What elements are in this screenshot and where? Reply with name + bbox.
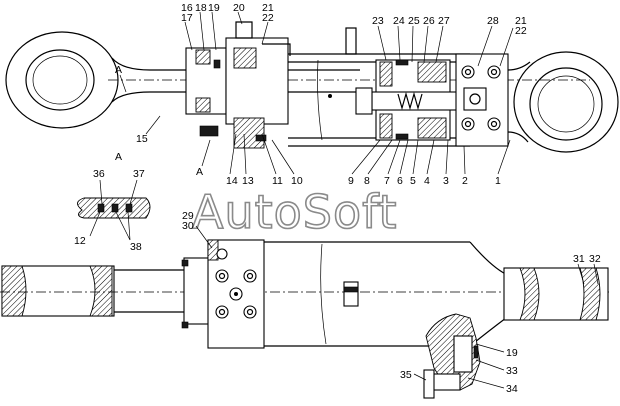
callouts-top: 16 17 18 19 20 21 22 23 24 25 26 27 28 2… (181, 2, 527, 67)
svg-text:8: 8 (364, 175, 370, 187)
svg-text:1: 1 (495, 175, 501, 187)
bottom-assembly (0, 239, 610, 399)
callout-28: 28 (487, 15, 499, 27)
left-eye-inner (32, 55, 88, 105)
label-35: 35 (400, 369, 412, 381)
callouts-bottom-row: 9 8 7 6 5 4 3 2 1 14 13 11 10 (226, 133, 511, 187)
svg-text:7: 7 (384, 175, 390, 187)
svg-text:6: 6 (397, 175, 403, 187)
cylinder-head (225, 37, 289, 125)
detail-a: A 36 37 12 38 (74, 151, 151, 253)
svg-text:11: 11 (272, 175, 283, 187)
svg-text:9: 9 (348, 175, 354, 187)
label-30: 30 (182, 220, 194, 232)
label-36: 36 (93, 168, 105, 180)
callout-27: 27 (438, 15, 450, 27)
label-19b: 19 (506, 347, 518, 359)
callout-23: 23 (372, 15, 384, 27)
callout-26: 26 (423, 15, 435, 27)
callout-21b: 21 (515, 15, 527, 27)
watermark: AutoSoft (192, 185, 398, 239)
label-29: 29 (182, 210, 194, 222)
svg-text:4: 4 (424, 175, 430, 187)
label-33: 33 (506, 365, 518, 377)
svg-text:2: 2 (462, 175, 468, 187)
label-34: 34 (506, 383, 518, 395)
cylinder-barrel (288, 53, 470, 147)
left-eye-bore (25, 49, 95, 111)
svg-text:10: 10 (291, 175, 303, 187)
label-a-top: A (115, 64, 122, 76)
callout-21: 21 (262, 2, 274, 14)
callout-16: 16 (181, 2, 193, 14)
label-37: 37 (133, 168, 145, 180)
right-eye-outer (513, 51, 619, 153)
callout-24: 24 (393, 15, 405, 27)
callout-22: 22 (262, 12, 274, 24)
label-15: 15 (136, 133, 148, 145)
label-31: 31 (573, 253, 585, 265)
piston-rod (111, 57, 360, 103)
label-12: 12 (74, 235, 86, 247)
label-a-detail: A (115, 151, 122, 163)
left-eye-outer (5, 31, 119, 129)
label-38: 38 (130, 241, 142, 253)
callout-19: 19 (208, 2, 220, 14)
label-32: 32 (589, 253, 601, 265)
svg-text:14: 14 (226, 175, 238, 187)
right-eye-bore (529, 67, 603, 141)
svg-text:13: 13 (242, 175, 254, 187)
callout-25: 25 (408, 15, 420, 27)
callout-20: 20 (233, 2, 245, 14)
callout-18: 18 (195, 2, 207, 14)
callout-17: 17 (181, 12, 193, 24)
top-assembly (5, 21, 619, 153)
svg-text:5: 5 (410, 175, 416, 187)
callout-22b: 22 (515, 25, 527, 37)
svg-text:3: 3 (443, 175, 449, 187)
label-a-side: A (196, 166, 203, 178)
